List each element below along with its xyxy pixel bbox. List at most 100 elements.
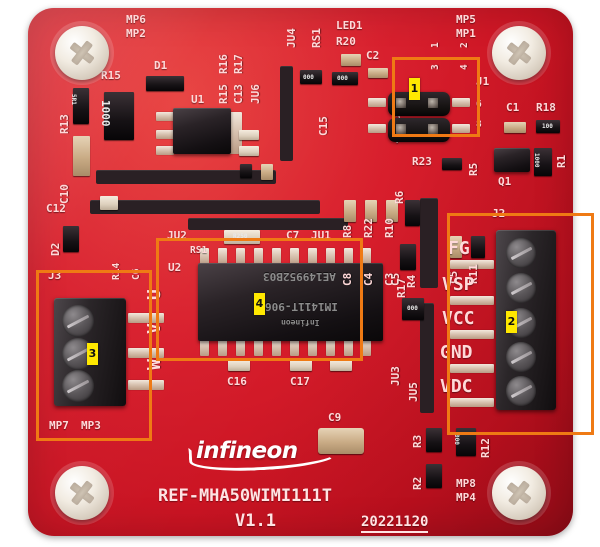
component-d2: [63, 226, 79, 252]
board-title: REF-MHA50WIMI111T: [158, 486, 332, 506]
j3-terminal-label-u: U: [144, 289, 165, 300]
pad-j2-vcc: [450, 330, 494, 339]
designator-d1: D1: [154, 59, 168, 72]
designator-r13: R14: [111, 262, 122, 280]
component-r15: [239, 146, 259, 156]
pad-u2-top-4: [254, 248, 263, 265]
j1-pin-6: 6: [476, 99, 482, 110]
component-code-r11: 000: [453, 434, 460, 445]
j1-pin-1: 1: [430, 42, 441, 48]
j1-pin-contact-2: [428, 98, 438, 108]
designator-r21: R22: [362, 218, 375, 238]
board-version: V1.1: [235, 511, 276, 531]
designator-r2: R2: [411, 476, 424, 490]
component-code-r18: 100: [542, 123, 553, 130]
component-code-r12: 5R1: [70, 94, 77, 105]
pad-u2-top-3: [236, 248, 245, 265]
designator-c16: C17: [290, 375, 310, 388]
component-r3: [426, 428, 442, 452]
pad-u2-bot-3: [236, 339, 245, 356]
testpoint-label-mp3: MP3: [81, 419, 101, 432]
j2-terminal-label-vdc: VDC: [440, 376, 473, 397]
component-c1: [504, 122, 526, 133]
pad-j2-vsp: [450, 296, 494, 305]
designator-r15: R15: [217, 84, 230, 104]
designator-u2: U2: [168, 261, 182, 274]
mounting-screw-bottom-left: [55, 466, 109, 520]
designator-rs1: RS1: [190, 245, 208, 256]
marker-1: 1: [409, 78, 420, 100]
designator-r5: R5: [467, 162, 480, 176]
j2-terminal-label-vcc: VCC: [442, 308, 475, 329]
component-code-r23: 000: [303, 74, 314, 81]
component-led1: [341, 54, 361, 66]
trace-ju4: [280, 66, 293, 161]
testpoint-label-mp1: MP1: [456, 27, 476, 40]
pad-j1-b: [368, 124, 386, 133]
designator-c4: C4: [362, 272, 375, 286]
j2-screw-fg[interactable]: [506, 238, 536, 268]
pad-u2-bot-2: [218, 339, 227, 356]
component-c3: [386, 200, 398, 222]
designator-c13: C13: [232, 84, 245, 104]
j3-screw-u[interactable]: [62, 305, 94, 337]
marker-3: 3: [87, 343, 98, 365]
pad-u1-left-3: [156, 146, 174, 155]
pad-u2-top-6: [290, 248, 299, 265]
component-code-r20: 000: [337, 75, 348, 82]
designator-ju1: JU1: [311, 229, 331, 242]
designator-c12: C12: [46, 202, 66, 215]
designator-r18: R18: [536, 101, 556, 114]
testpoint-label-mp5: MP5: [456, 13, 476, 26]
j3-screw-w[interactable]: [62, 370, 94, 402]
component-code-r14: 1000: [99, 100, 112, 127]
pad-u2-bot-8: [326, 339, 335, 356]
designator-c2: C2: [366, 49, 380, 62]
j1-pin-4: 4: [459, 64, 470, 70]
marker-2: 2: [506, 311, 517, 333]
designator-r20: R20: [336, 35, 356, 48]
designator-r14: R15: [101, 69, 121, 82]
designator-ju2: JU2: [167, 229, 187, 242]
j2-screw-vdc[interactable]: [506, 376, 536, 406]
j2-screw-vsp[interactable]: [506, 273, 536, 303]
component-ju6: [261, 164, 273, 180]
component-c4: [365, 200, 377, 222]
designator-r19: R17: [395, 278, 408, 298]
component-r23: [300, 70, 322, 84]
component-r1: [534, 148, 552, 176]
component-r20: [332, 72, 358, 85]
j2-screw-gnd[interactable]: [506, 342, 536, 372]
component-r4: [405, 200, 420, 226]
component-q1: [494, 148, 530, 172]
designator-j3: J3: [48, 269, 62, 282]
pad-u2-bot-1: [200, 339, 209, 356]
pad-j3-w: [128, 380, 164, 390]
component-d1: [146, 76, 184, 91]
designator-r8: R8: [341, 224, 354, 238]
pad-u2-bot-10: [362, 339, 371, 356]
j1-pin-contact-4: [428, 124, 438, 134]
component-c16: [290, 360, 312, 371]
u2-marking-line1: AE149952B03: [263, 270, 336, 283]
component-c5: [450, 236, 462, 258]
pad-u2-top-7: [308, 248, 317, 265]
j3-terminal-label-v: V: [144, 323, 165, 334]
pcb-board: MP6 MP2 MP5 MP1 MP7 MP3 MP8 MP4 D1 R15 1…: [28, 8, 573, 536]
j1-pin-contact-1: [396, 98, 406, 108]
trace-left-2: [90, 200, 320, 214]
component-r19: [400, 244, 416, 270]
pad-u2-top-1: [200, 248, 209, 265]
testpoint-label-mp8: MP8: [456, 477, 476, 490]
designator-r11: R12: [479, 438, 492, 458]
pad-u1-left-1: [156, 112, 174, 121]
j2-terminal-label-fg: FG: [448, 238, 470, 259]
pad-u2-top-2: [218, 248, 227, 265]
designator-r1: R1: [555, 154, 568, 168]
pad-u2-bot-9: [344, 339, 353, 356]
designator-r12: R13: [58, 114, 71, 134]
pad-u2-bot-5: [272, 339, 281, 356]
pad-j1-a: [368, 98, 386, 107]
designator-r22: R23: [412, 155, 432, 168]
u2-ic: [198, 263, 383, 341]
